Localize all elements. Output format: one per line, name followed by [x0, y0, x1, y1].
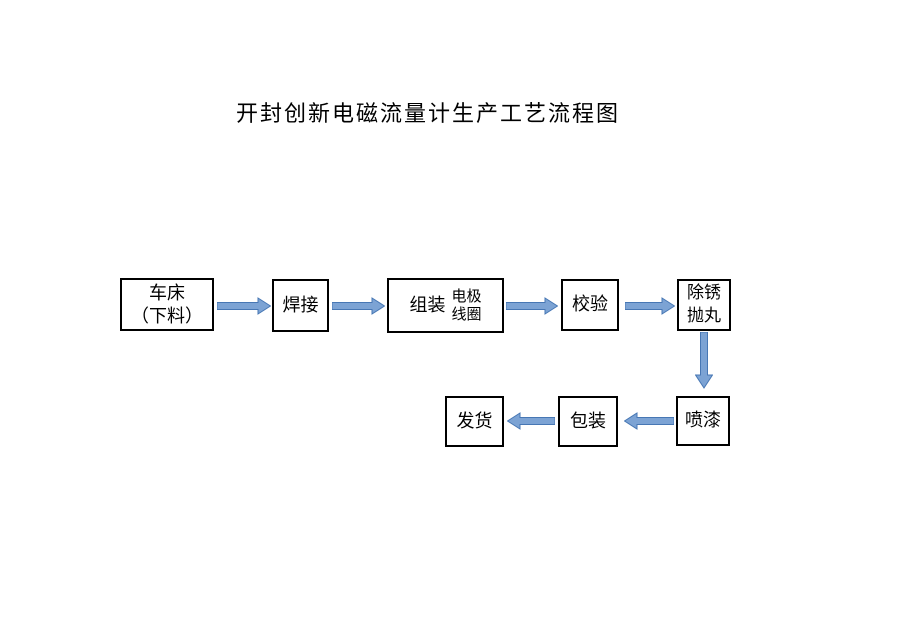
node-packaging-label: 包装: [570, 410, 606, 431]
node-assembly-detail-line2: 线圈: [451, 306, 482, 323]
arrow-left-icon: [507, 412, 555, 430]
node-lathe-line1: 车床: [149, 283, 185, 303]
node-assembly-label: 组装: [409, 294, 446, 315]
node-shipping: 发货: [445, 396, 504, 447]
node-welding: 焊接: [272, 279, 329, 332]
arrow-right-icon: [217, 297, 271, 315]
node-derust-shotblast: 除锈 抛丸: [677, 279, 731, 331]
node-painting: 喷漆: [676, 396, 730, 446]
node-painting-label: 喷漆: [685, 410, 721, 431]
node-lathe-line2: （下料）: [131, 305, 203, 326]
node-calibration: 校验: [561, 279, 619, 331]
node-assembly-detail: 电极 线圈: [451, 288, 481, 324]
arrow-right-icon: [506, 297, 558, 315]
arrow-left-icon: [624, 412, 674, 430]
arrow-right-icon: [332, 297, 385, 315]
arrow-right-icon: [625, 297, 675, 315]
arrow-down-icon: [695, 332, 713, 389]
node-welding-label: 焊接: [282, 294, 319, 315]
node-packaging: 包装: [558, 396, 618, 447]
node-lathe: 车床 （下料）: [120, 278, 214, 331]
node-calibration-label: 校验: [572, 294, 608, 315]
node-derust-line2: 抛丸: [687, 306, 721, 325]
node-assembly-detail-line1: 电极: [451, 288, 482, 305]
node-derust-line1: 除锈: [687, 283, 721, 303]
node-shipping-label: 发货: [456, 410, 493, 431]
node-assembly: 组装 电极 线圈: [387, 278, 504, 333]
page-title: 开封创新电磁流量计生产工艺流程图: [236, 101, 621, 126]
